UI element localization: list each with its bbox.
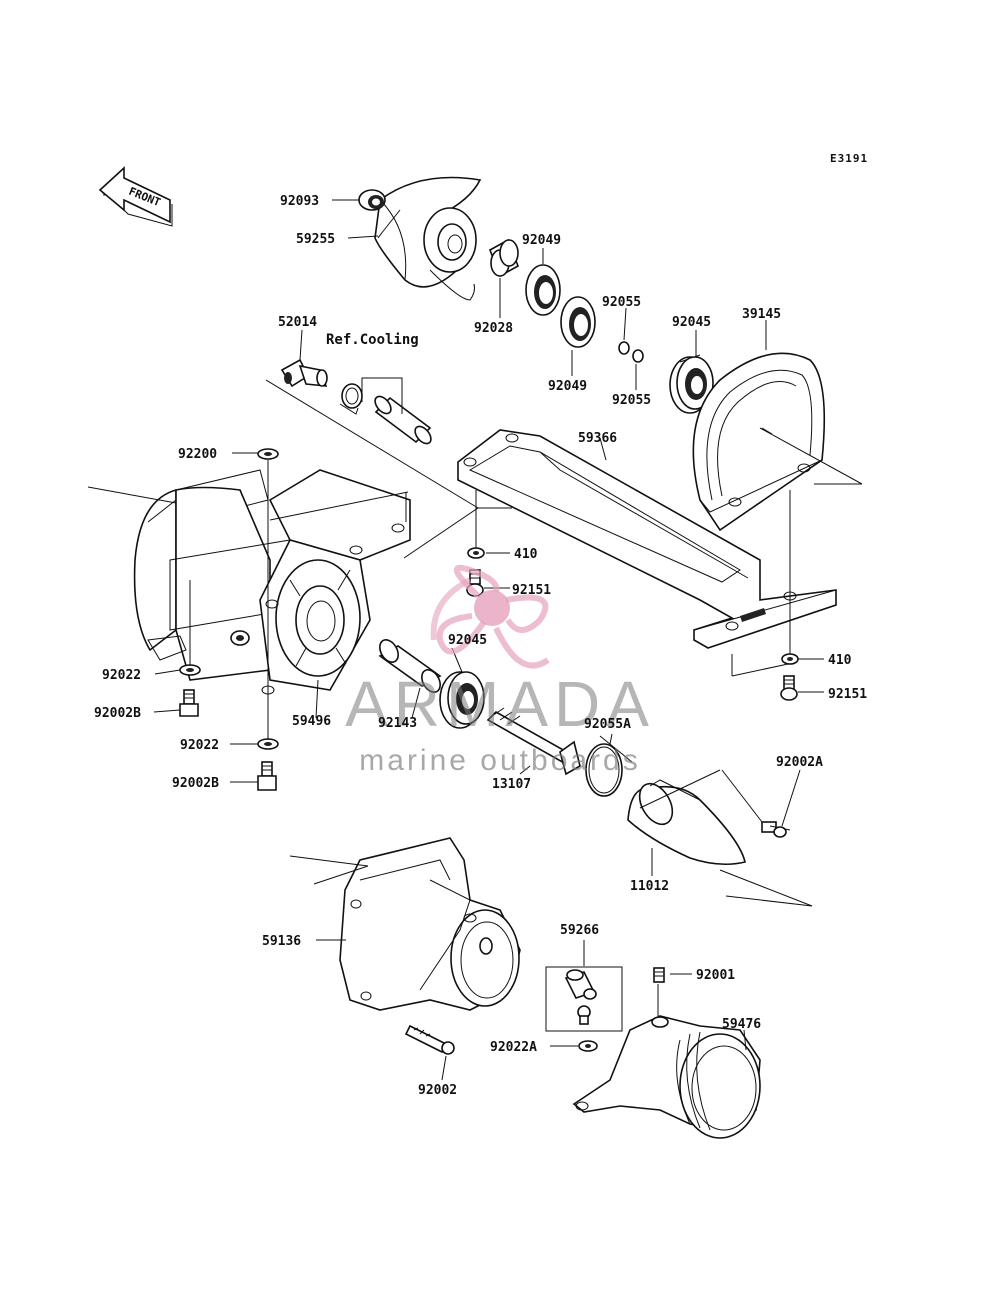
bolt-92151-lower-part [780,675,798,701]
label-92028: 92028 [474,321,513,336]
cooling-hose-part [374,395,432,445]
nozzle-part [627,779,746,866]
bolt-92002-part [404,1024,455,1055]
grease-fitting-frame [545,966,623,1032]
reducer-nozzle-part [572,1015,761,1139]
bottom-plate-part [457,429,837,649]
bolt-92001-part [653,967,665,983]
pump-case-part [133,469,411,695]
label-92049-upper: 92049 [522,233,561,248]
label-92055-lower: 92055 [612,393,651,408]
label-92055A: 92055A [584,717,631,732]
label-59476: 59476 [722,1017,761,1032]
o-ring-small-part [618,341,644,363]
label-39145: 39145 [742,307,781,322]
label-92022A: 92022A [490,1040,537,1055]
bolt-92002A-part [761,821,791,838]
watermark-subtitle: marine outboards [359,744,640,777]
label-92151-upper: 92151 [512,583,551,598]
sleeve-part [378,639,442,693]
label-92002B-lower: 92002B [172,776,219,791]
front-arrow-icon: FRONT [98,166,173,227]
label-59136: 59136 [262,934,301,949]
washer-410-lower-part [781,653,799,665]
label-92022-upper: 92022 [102,668,141,683]
label-410-upper: 410 [514,547,538,562]
diagram-code: E3191 [830,152,868,165]
label-410-lower: 410 [828,653,852,668]
bolt-92002B-lower-part [257,761,277,791]
label-11012: 11012 [630,879,669,894]
watermark-logo-icon [430,564,550,669]
label-92045-upper: 92045 [672,315,711,330]
pump-housing-part [339,837,521,1011]
label-92022-lower: 92022 [180,738,219,753]
ref-cooling-bracket [361,377,403,414]
cover-part [692,352,826,532]
assembly-lines [87,379,863,1016]
label-59366: 59366 [578,431,617,446]
leader-lines [153,199,824,1081]
washer-92022A-part [578,1040,598,1052]
spacer-part [489,238,519,278]
label-92002: 92002 [418,1083,457,1098]
label-59266: 59266 [560,923,599,938]
label-92001: 92001 [696,968,735,983]
label-92002B-upper: 92002B [94,706,141,721]
hose-clamp-part [339,383,363,415]
bolt-92002B-upper-part [179,689,199,717]
watermark-title: ARMADA [345,668,655,740]
washer-410-upper-part [467,547,485,559]
washer-92022-lower-part [257,738,279,750]
label-59496: 59496 [292,714,331,729]
impeller-part [374,176,482,301]
o-ring-92055A-part [585,743,623,797]
label-92045-lower: 92045 [448,633,487,648]
watermark: ARMADA marine outboards [345,564,655,777]
washer-92200-part [257,448,279,460]
label-92002A: 92002A [776,755,823,770]
grease-fitting-part [564,969,597,1025]
label-92151-lower: 92151 [828,687,867,702]
bearing-seal-lower-part [560,296,596,348]
bearing-seal-upper-part [525,264,561,316]
label-92200: 92200 [178,447,217,462]
label-59255: 59255 [296,232,335,247]
label-92055-upper: 92055 [602,295,641,310]
ball-bearing-upper-part [669,354,714,414]
drive-shaft-part [486,707,581,776]
label-13107: 13107 [492,777,531,792]
label-92143: 92143 [378,716,417,731]
impeller-nut-part [358,189,386,211]
washer-92022-upper-part [179,664,201,676]
fitting-52014-part [280,358,328,388]
label-52014: 52014 [278,315,317,330]
label-92093: 92093 [280,194,319,209]
ref-cooling-label: Ref.Cooling [326,332,419,348]
label-92049-lower: 92049 [548,379,587,394]
ball-bearing-lower-part [439,671,485,729]
